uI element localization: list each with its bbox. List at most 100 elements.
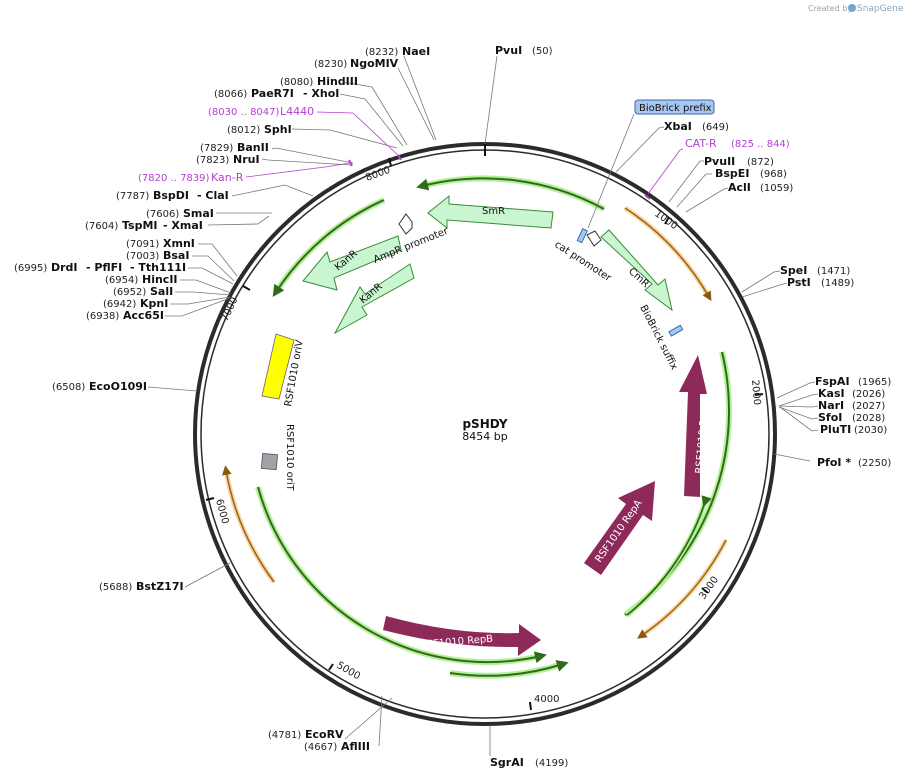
site-paer7i-xhoi[interactable]: (8066) PaeR7I - XhoI (214, 87, 339, 100)
feature-label-rsf1010-orit: RSF1010 oriT (284, 424, 295, 492)
site-pluti[interactable]: PluTI (2030) (820, 423, 887, 436)
svg-text:AflIII: AflIII (341, 740, 370, 753)
site-pfoi[interactable]: PfoI * (2250) (817, 456, 891, 469)
site-bstz17i[interactable]: (5688) BstZ17I (99, 580, 184, 593)
feature-label-biobrick-suffix: BioBrick suffix (637, 303, 679, 371)
feature-label-cat-promoter: cat promoter (552, 239, 613, 284)
svg-text:- XhoI: - XhoI (303, 87, 339, 100)
svg-text:PstI: PstI (787, 276, 811, 289)
site-bspei[interactable]: BspEI (968) (715, 167, 787, 180)
snapgene-logo-icon (848, 4, 856, 12)
site-bsai[interactable]: (7003) BsaI (126, 249, 189, 262)
svg-text:NaeI: NaeI (402, 45, 430, 58)
ruler-label: 6000 (213, 498, 230, 525)
svg-text:(4199): (4199) (535, 758, 568, 769)
site-kpni[interactable]: (6942) KpnI (103, 297, 168, 310)
feature-rsf1010-repa[interactable]: RSF1010 RepA (584, 481, 655, 575)
site-psti[interactable]: PstI (1489) (787, 276, 854, 289)
svg-text:(6995): (6995) (14, 263, 47, 274)
site-smai[interactable]: (7606) SmaI (146, 207, 214, 220)
site-tspmi-xmai[interactable]: (7604) TspMI - XmaI (85, 219, 203, 232)
svg-text:(7829): (7829) (200, 143, 233, 154)
site-banii[interactable]: (7829) BanII (200, 141, 269, 154)
primer-kan-r[interactable]: (7820 .. 7839) Kan-R (138, 171, 244, 184)
feature-kanr-outer[interactable]: KanR (302, 235, 402, 291)
svg-text:Acc65I: Acc65I (123, 309, 164, 322)
site-sali[interactable]: (6952) SalI (113, 285, 173, 298)
svg-text:(2250): (2250) (858, 458, 891, 469)
site-pvuii[interactable]: PvuII (872) (704, 155, 774, 168)
site-sphi[interactable]: (8012) SphI (227, 123, 292, 136)
ruler-label: 1000 (652, 208, 679, 232)
svg-text:BspDI: BspDI (153, 189, 189, 202)
feature-biobrick-suffix[interactable]: BioBrick suffix (637, 303, 684, 372)
ruler-label: 5000 (335, 660, 363, 682)
svg-text:(6954): (6954) (105, 275, 138, 286)
plasmid-length: 8454 bp (462, 430, 507, 443)
site-xbai[interactable]: XbaI (649) (664, 120, 729, 133)
site-hincii[interactable]: (6954) HincII (105, 273, 178, 286)
site-acli[interactable]: AclI (1059) (728, 181, 793, 194)
site-fspai[interactable]: FspAI (1965) (815, 375, 891, 388)
svg-text:(8232): (8232) (365, 47, 398, 58)
svg-text:BspEI: BspEI (715, 167, 749, 180)
site-ecoo109i[interactable]: (6508) EcoO109I (52, 380, 147, 393)
svg-text:BstZ17I: BstZ17I (136, 580, 184, 593)
site-sgrai[interactable]: SgrAI (4199) (490, 756, 568, 769)
plasmid-name: pSHDY (462, 417, 507, 431)
site-afliii[interactable]: (4667) AflIII (304, 740, 370, 753)
svg-text:- Tth111I: - Tth111I (130, 261, 186, 274)
feature-cmr[interactable]: CmR (600, 229, 673, 312)
feature-smr[interactable]: SmR (427, 194, 554, 230)
site-naei[interactable]: (8232) NaeI (365, 45, 430, 58)
svg-text:(7823): (7823) (196, 155, 229, 166)
primer-l4440[interactable]: (8030 .. 8047) L4440 (208, 105, 314, 118)
site-labels: PvuI (50) (8232) NaeI (8230) NgoMIV (808… (14, 44, 891, 769)
svg-text:(7820 .. 7839): (7820 .. 7839) (138, 173, 210, 184)
site-sfoi[interactable]: SfoI (2028) (818, 411, 885, 424)
primer-cat-r[interactable]: CAT-R (825 .. 844) (685, 137, 790, 150)
svg-text:(4667): (4667) (304, 742, 337, 753)
svg-text:(649): (649) (702, 122, 729, 133)
svg-text:(7091): (7091) (126, 239, 159, 250)
svg-text:SgrAI: SgrAI (490, 756, 524, 769)
svg-text:(7787): (7787) (116, 191, 149, 202)
svg-text:(1489): (1489) (821, 278, 854, 289)
svg-text:(2028): (2028) (852, 413, 885, 424)
site-xmni[interactable]: (7091) XmnI (126, 237, 195, 250)
site-acc65i[interactable]: (6938) Acc65I (86, 309, 164, 322)
svg-text:PvuI: PvuI (495, 44, 522, 57)
site-nrui[interactable]: (7823) NruI (196, 153, 260, 166)
svg-text:(8012): (8012) (227, 125, 260, 136)
site-pvui[interactable]: PvuI (50) (495, 44, 553, 57)
site-ngomiv[interactable]: (8230) NgoMIV (314, 57, 399, 70)
svg-text:(7604): (7604) (85, 221, 118, 232)
feature-biobrick-prefix[interactable]: BioBrick prefix (576, 99, 715, 244)
svg-text:- XmaI: - XmaI (163, 219, 203, 232)
svg-text:(4781): (4781) (268, 730, 301, 741)
svg-text:HincII: HincII (142, 273, 178, 286)
svg-text:XmnI: XmnI (163, 237, 195, 250)
svg-text:(6942): (6942) (103, 299, 136, 310)
site-nari[interactable]: NarI (2027) (818, 399, 885, 412)
svg-text:SfoI: SfoI (818, 411, 842, 424)
svg-text:(1471): (1471) (817, 266, 850, 277)
site-kasi[interactable]: KasI (2026) (818, 387, 885, 400)
svg-text:(6508): (6508) (52, 382, 85, 393)
site-spei[interactable]: SpeI (1471) (780, 264, 850, 277)
svg-text:TspMI: TspMI (122, 219, 158, 232)
svg-text:PluTI: PluTI (820, 423, 851, 436)
feature-rsf1010-oriv[interactable]: RSF1010 oriV (261, 333, 306, 408)
site-hindiii[interactable]: (8080) HindIII (280, 75, 358, 88)
svg-text:(2027): (2027) (852, 401, 885, 412)
feature-kanr-inner[interactable]: KanR (333, 263, 415, 335)
site-bspdi-clai[interactable]: (7787) BspDI - ClaI (116, 189, 229, 202)
feature-rsf1010-repc[interactable]: RSF1010 RepC (679, 355, 711, 497)
feature-label-biobrick-prefix: BioBrick prefix (639, 103, 712, 114)
site-ecorv[interactable]: (4781) EcoRV (268, 728, 344, 741)
svg-text:(8030 .. 8047): (8030 .. 8047) (208, 107, 280, 118)
svg-text:(2030): (2030) (854, 425, 887, 436)
site-drdi-pflfi-tth111i[interactable]: (6995) DrdI - PflFI - Tth111I (14, 261, 186, 274)
feature-rsf1010-orit[interactable]: RSF1010 oriT (260, 424, 295, 492)
